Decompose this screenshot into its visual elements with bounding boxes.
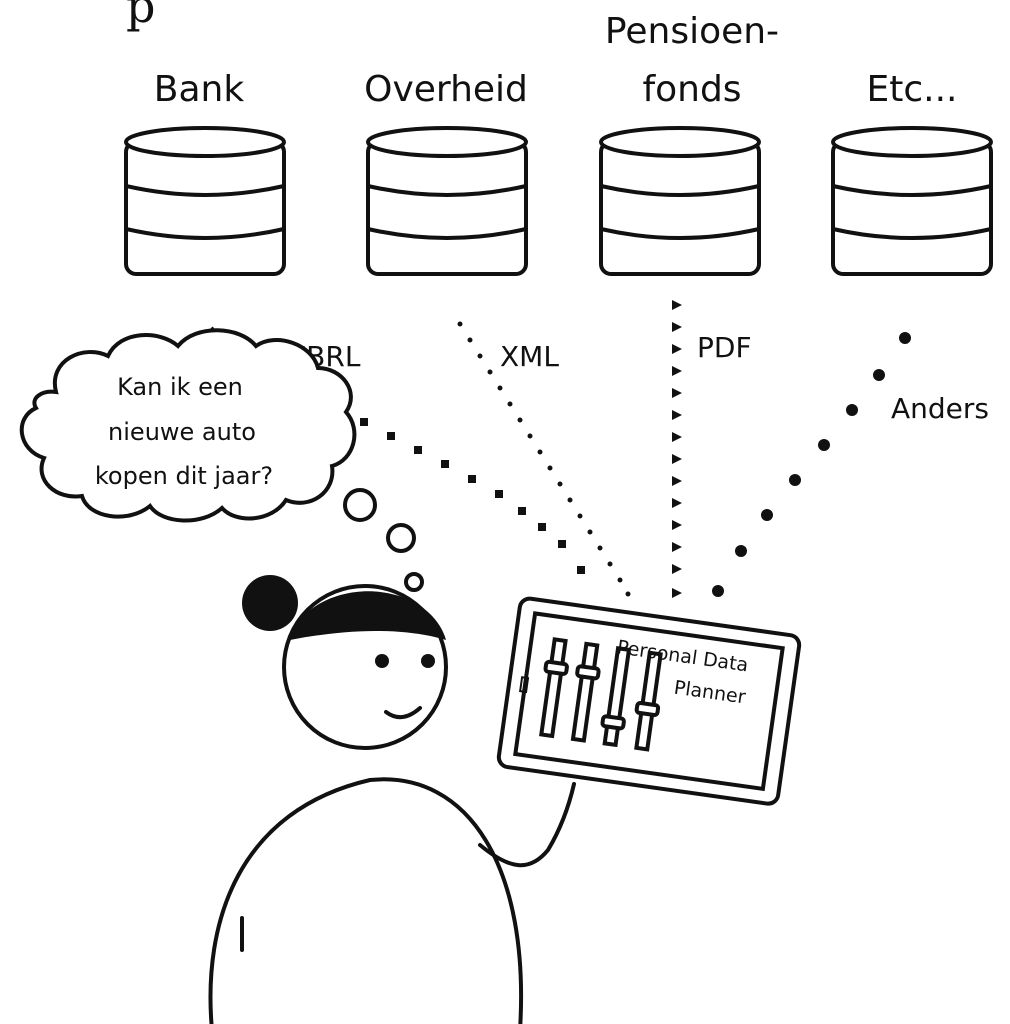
eye-right <box>421 654 435 668</box>
source-label-pensioenfonds-line1: Pensioen- <box>605 11 779 52</box>
database-icon-overheid <box>366 126 528 276</box>
person-icon <box>208 575 576 1024</box>
connector-anders <box>712 332 911 597</box>
source-label-bank: Bank <box>154 69 245 110</box>
slider-icon <box>570 641 601 743</box>
format-label-xml: XML <box>500 340 559 373</box>
title-fragment: p <box>126 0 155 33</box>
hair <box>290 591 446 640</box>
database-icon-bank <box>124 126 286 276</box>
slider-icon <box>600 646 632 748</box>
source-label-overheid: Overheid <box>364 69 528 110</box>
eye-left <box>375 654 389 668</box>
connector-pdf <box>672 300 682 598</box>
slider-icon <box>539 637 569 739</box>
arm <box>478 782 576 868</box>
connector-xml <box>457 321 631 597</box>
hair-bun <box>242 575 298 631</box>
source-label-pensioenfonds-line2: fonds <box>642 69 741 110</box>
source-label-etc: Etc... <box>867 69 958 110</box>
smile <box>384 706 422 720</box>
tablet-icon: Personal Data Planner <box>496 596 802 806</box>
database-icon-etc <box>831 126 993 276</box>
slider-icon <box>634 650 663 752</box>
thought-text-line1: Kan ik een <box>117 373 243 401</box>
database-icon-pensioenfonds <box>599 126 761 276</box>
format-label-pdf: PDF <box>697 331 752 364</box>
thought-text-line2: nieuwe auto <box>108 418 256 446</box>
thought-bubble-icon <box>19 328 424 592</box>
thought-text-line3: kopen dit jaar? <box>95 462 273 490</box>
format-label-anders: Anders <box>891 392 989 425</box>
